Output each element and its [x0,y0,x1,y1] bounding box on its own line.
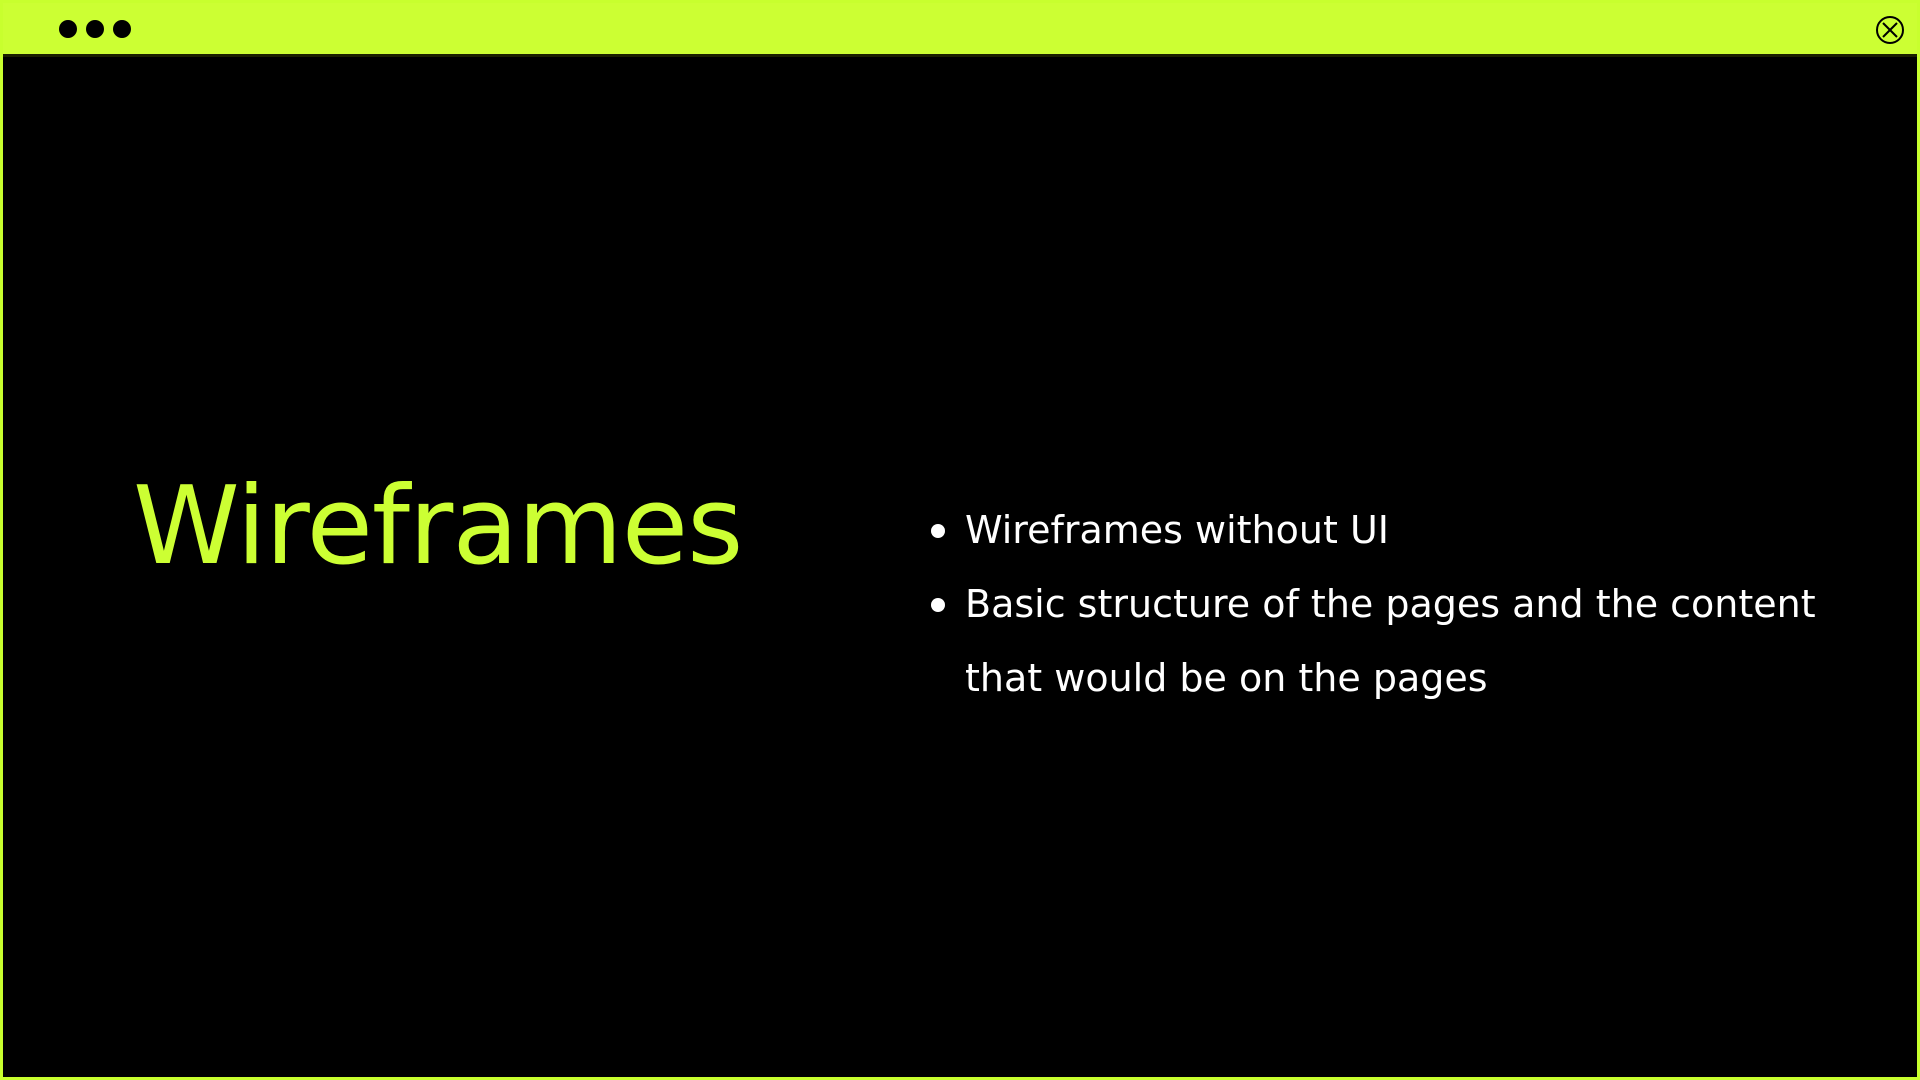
dot [59,20,77,38]
bullet-item: Basic structure of the pages and the con… [931,567,1831,715]
slide-title: Wireframes [133,464,743,589]
close-icon [1876,16,1904,44]
dot [86,20,104,38]
bullet-list: Wireframes without UI Basic structure of… [931,493,1831,715]
close-button[interactable] [1875,15,1905,45]
dot [113,20,131,38]
bullet-item: Wireframes without UI [931,493,1831,567]
three-dots-icon[interactable] [59,20,131,38]
title-bar [3,3,1917,57]
